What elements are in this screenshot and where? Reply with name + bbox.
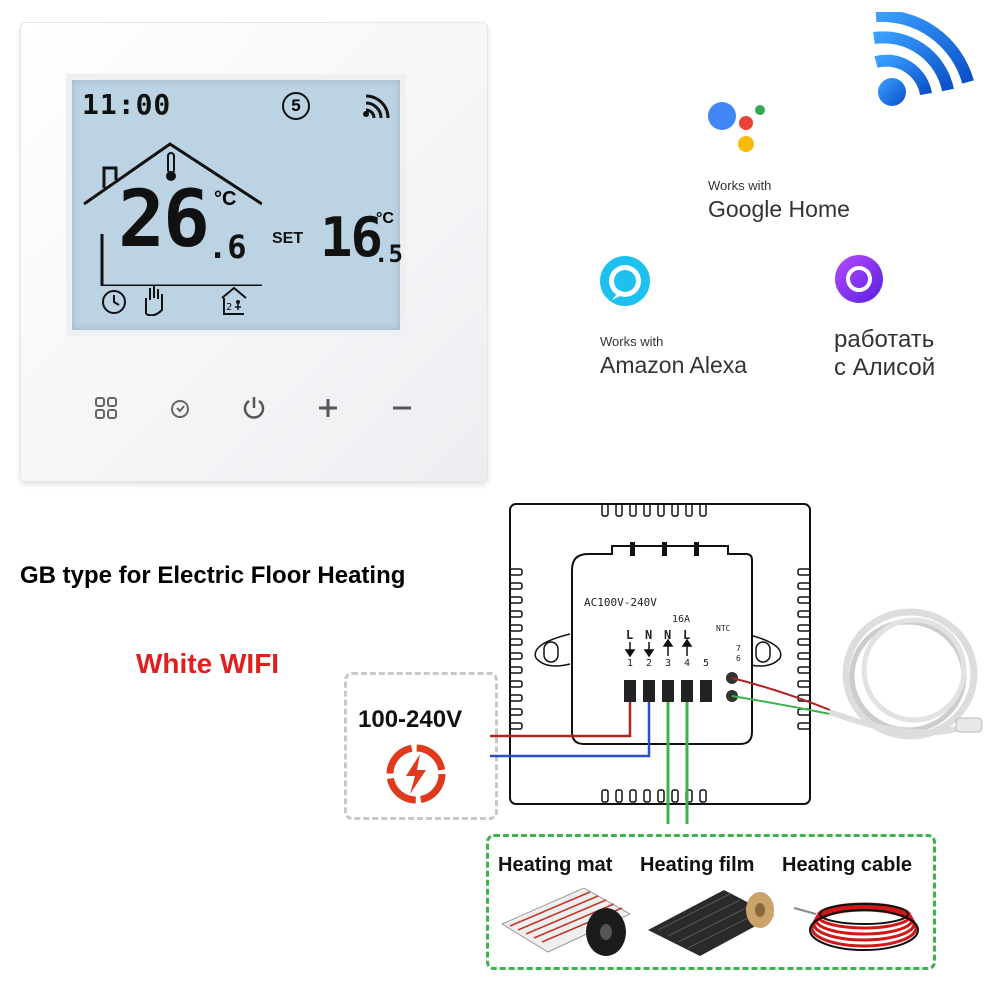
power-source-box bbox=[344, 672, 498, 820]
set-temperature: 16 bbox=[320, 206, 383, 269]
lcd-display: 11:00 5 26 .6 °C SET 16 .5 °C 2 bbox=[66, 74, 406, 336]
voltage-rating: AC100V-240V bbox=[584, 596, 657, 609]
heating-cable-label: Heating cable bbox=[782, 854, 913, 876]
heating-film-image bbox=[648, 890, 774, 956]
program-number-badge: 5 bbox=[282, 92, 310, 120]
terminal-2-label: N bbox=[645, 628, 653, 642]
wifi-signal-icon bbox=[363, 94, 390, 119]
alice-line-1: работать bbox=[834, 326, 935, 353]
manual-hand-icon bbox=[145, 286, 163, 316]
minus-icon bbox=[393, 406, 411, 410]
ntc-pin-7: 7 bbox=[736, 644, 741, 653]
power-icon bbox=[243, 397, 265, 419]
room-unit: °C bbox=[214, 188, 237, 210]
amazon-alexa-label: Amazon Alexa bbox=[600, 352, 748, 378]
current-rating: 16A bbox=[672, 614, 691, 625]
alarm-clock-icon bbox=[171, 400, 189, 418]
grid-icon bbox=[95, 397, 117, 419]
wiring-diagram bbox=[490, 503, 983, 824]
set-unit: °C bbox=[376, 210, 394, 227]
ntc-pin-6: 6 bbox=[736, 654, 741, 663]
google-home-label: Google Home bbox=[708, 196, 850, 222]
google-works-with: Works with bbox=[708, 178, 772, 193]
google-assistant-icon bbox=[708, 102, 765, 152]
svg-text:2: 2 bbox=[226, 302, 232, 313]
heating-cable-image bbox=[793, 902, 919, 951]
terminal-3-label: N bbox=[664, 628, 672, 642]
room-temperature-decimal: .6 bbox=[208, 228, 247, 266]
power-button[interactable] bbox=[238, 392, 270, 424]
terminal-4-number: 4 bbox=[684, 658, 691, 669]
away-mode-icon: 2 bbox=[221, 286, 247, 315]
terminal-1-label: L bbox=[626, 628, 634, 642]
increase-button[interactable] bbox=[312, 392, 344, 424]
plus-icon bbox=[319, 399, 337, 417]
alice-line-2: с Алисой bbox=[834, 354, 936, 381]
set-temperature-decimal: .5 bbox=[374, 240, 403, 268]
alice-icon bbox=[835, 255, 883, 303]
thermometer-icon bbox=[166, 152, 176, 181]
gb-type-heading: GB type for Electric Floor Heating bbox=[20, 562, 406, 589]
terminal-2-number: 2 bbox=[646, 658, 653, 669]
terminal-1-number: 1 bbox=[627, 658, 634, 669]
room-temperature: 26 bbox=[118, 175, 210, 265]
electric-hazard-icon bbox=[386, 744, 446, 804]
heating-mat-image bbox=[500, 887, 632, 956]
wifi-icon bbox=[873, 12, 974, 106]
clock-icon bbox=[102, 290, 126, 314]
menu-button[interactable] bbox=[90, 392, 122, 424]
heating-film-label: Heating film bbox=[640, 854, 755, 876]
schedule-button[interactable] bbox=[164, 392, 196, 424]
voltage-label: 100-240V bbox=[358, 706, 463, 733]
terminal-3-number: 3 bbox=[665, 658, 672, 669]
set-label: SET bbox=[272, 230, 304, 247]
ntc-label: NTC bbox=[716, 624, 731, 633]
alexa-works-with: Works with bbox=[600, 334, 664, 349]
terminal-4-label: L bbox=[683, 628, 691, 642]
terminal-5-number: 5 bbox=[703, 658, 710, 669]
white-wifi-heading: White WIFI bbox=[136, 648, 280, 679]
heating-loads-box bbox=[486, 834, 936, 970]
clock-readout: 11:00 bbox=[82, 88, 172, 121]
decrease-button[interactable] bbox=[386, 392, 418, 424]
alexa-icon bbox=[600, 256, 650, 306]
heating-mat-label: Heating mat bbox=[498, 854, 613, 876]
program-number: 5 bbox=[291, 96, 301, 115]
house-outline-icon bbox=[83, 142, 262, 286]
